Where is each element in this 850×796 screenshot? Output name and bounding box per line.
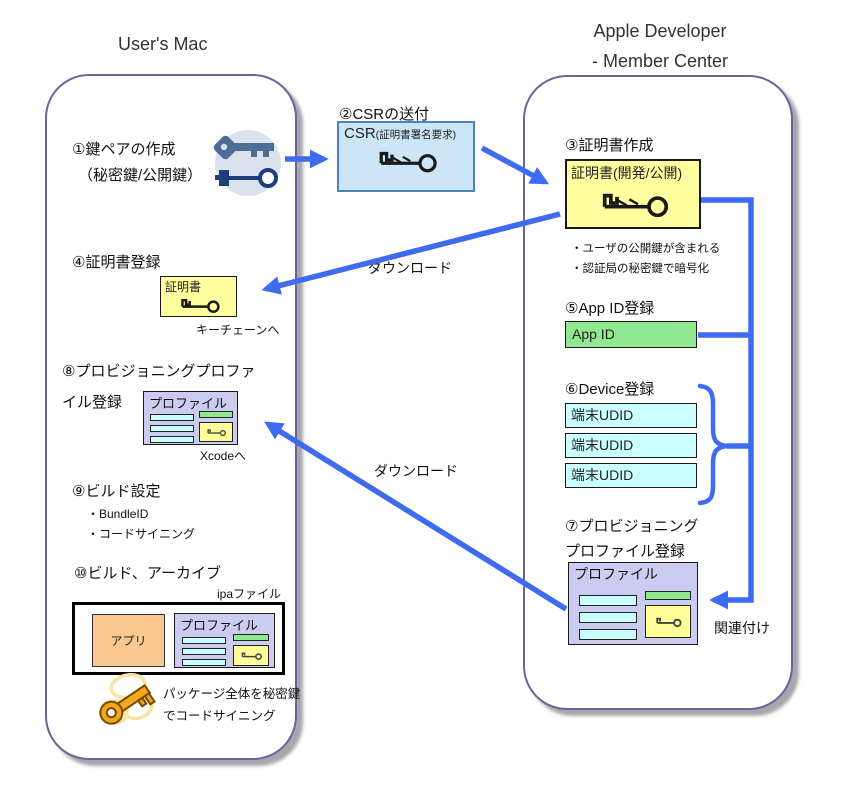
step10-note-line2: でコードサイニング [163,709,276,723]
step4-label: ④証明書登録 [72,254,161,271]
step7-label-line2: プロファイル登録 [565,543,686,560]
profile-row-bar [182,648,226,655]
csr-box-subtitle: (証明書署名要求) [375,129,457,141]
step2-label: ②CSRの送付 [339,106,430,123]
step1-label-line1: ①鍵ペアの作成 [72,141,176,158]
profile-row-bar [182,659,226,666]
udid-box-1: 端末UDID [565,403,697,428]
key-pair-icon [213,130,281,196]
step10-label: ⑩ビルド、アーカイブ [74,565,221,582]
gold-key-icon [99,672,156,725]
profile-box-member-center: プロファイル [568,562,698,645]
key-icon [656,617,682,628]
step8-label-line2: イル登録 [62,394,123,411]
profile-row-bar [579,612,637,623]
profile-certificate-chip [199,422,233,442]
step4-caption: キーチェーンへ [196,323,280,337]
udid-box-2: 端末UDID [565,433,697,458]
appid-box: App ID [565,321,697,348]
profile-row-bar [579,629,637,640]
step6-label: ⑥Device登録 [565,381,655,398]
profile-row-bar [150,436,194,443]
users-mac-title: User's Mac [118,34,208,54]
certificate-note-1: ・ユーザの公開鍵が含まれる [571,243,721,255]
key-icon [207,429,226,437]
profile-box-title: プロファイル [574,566,658,582]
step8-caption: Xcodeへ [200,449,247,463]
member-center-title-line1: Apple Developer [593,21,727,41]
csr-box-title: CSR(証明書署名要求) [339,123,473,142]
ipa-package-box: アプリ プロファイル [72,602,285,675]
associate-label: 関連付け [714,620,770,636]
key-icon [602,193,669,218]
profile-appid-bar [645,591,691,600]
profile-appid-bar [199,411,233,418]
csr-box-title-text: CSR [344,125,376,142]
app-box: アプリ [92,614,165,667]
download1-label: ダウンロード [368,260,452,276]
member-center-title: Apple Developer - Member Center [520,16,800,76]
certificate-box-title: 証明書(開発/公開) [571,165,683,181]
profile-appid-bar [233,634,269,641]
profile-box-title: プロファイル [149,396,228,411]
step10-note-line1: パッケージ全体を秘密鍵 [163,687,301,701]
profile-row-bar [150,414,194,421]
step1-label-line2: （秘密鍵/公開鍵） [78,167,203,184]
member-center-title-line2: - Member Center [591,51,729,71]
key-icon [379,151,437,173]
step7-label-line1: ⑦プロビジョニング [565,518,699,535]
profile-box-title: プロファイル [180,618,259,633]
arrow-download-profile [264,421,568,612]
step9-bullet-1: ・BundleID [87,507,149,521]
profile-box-mac: プロファイル [143,391,238,445]
profile-row-bar [182,637,226,644]
key-icon [180,298,220,313]
profile-box-ipa: プロファイル [174,613,275,668]
step3-label: ③証明書作成 [565,137,654,154]
step9-label: ⑨ビルド設定 [72,483,161,500]
download2-label: ダウンロード [374,463,458,479]
profile-row-bar [579,595,637,606]
step5-label: ⑤App ID登録 [565,300,655,317]
profile-row-bar [150,425,194,432]
certificate-note-2: ・認証局の秘密鍵で暗号化 [571,263,709,275]
certificate-box-mac: 証明書 [160,276,237,317]
key-icon [241,652,262,660]
csr-box: CSR(証明書署名要求) [337,121,475,192]
ipa-caption: ipaファイル [217,587,282,601]
certificate-box-mac-title: 証明書 [165,280,202,294]
step9-bullet-2: ・コードサイニング [87,527,196,541]
udid-box-3: 端末UDID [565,463,697,488]
profile-certificate-chip [233,645,269,666]
certificate-box: 証明書(開発/公開) [565,159,701,229]
step8-label-line1: ⑧プロビジョニングプロファ [62,363,256,380]
profile-certificate-chip [645,605,691,638]
